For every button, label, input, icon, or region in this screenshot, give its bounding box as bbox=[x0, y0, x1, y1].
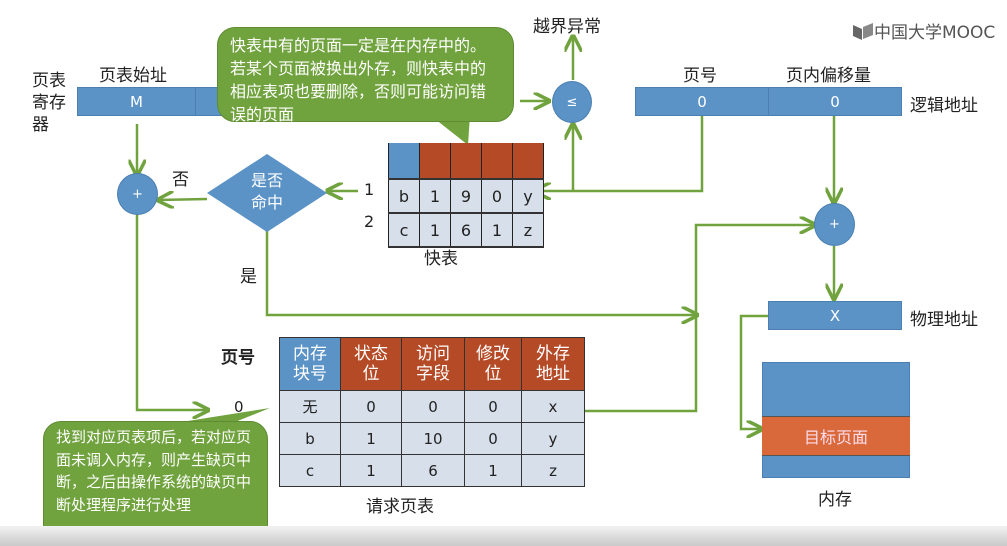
page-table-cell: z bbox=[521, 454, 585, 487]
page-table-header-cell: 修改位 bbox=[464, 337, 522, 391]
page-table-cell: y bbox=[521, 422, 585, 455]
register-label-line: 页表 bbox=[32, 71, 66, 91]
page-table-cell: 0 bbox=[464, 390, 522, 423]
page-fault-note: 找到对应页表项后，若对应页面未调入内存，则产生缺页中断，之后由操作系统的缺页中断… bbox=[43, 421, 268, 543]
page-offset-label: 页内偏移量 bbox=[786, 66, 871, 86]
page-table-header-cell: 内存块号 bbox=[279, 337, 341, 391]
arrow-hit-to-physical bbox=[265, 231, 697, 315]
logical-page-number-field: 0 bbox=[635, 87, 769, 116]
tlb-cell: y bbox=[512, 179, 544, 214]
page-table-header-cell: 状态位 bbox=[340, 337, 402, 391]
hit-label: 是 bbox=[240, 267, 257, 287]
tlb-cell: z bbox=[512, 213, 544, 248]
page-table-start-field: M bbox=[77, 87, 196, 116]
memory-caption: 内存 bbox=[818, 490, 852, 510]
tlb-cell: 9 bbox=[450, 179, 482, 214]
tlb-row: b 1 9 0 y bbox=[388, 179, 544, 214]
tlb-row-label: 2 bbox=[364, 212, 375, 231]
arrow-adder-to-page-table bbox=[135, 214, 208, 410]
bottom-strip bbox=[0, 526, 1007, 546]
page-table-row: c 1 6 1 z bbox=[279, 454, 585, 487]
page-table-cell: 0 bbox=[340, 390, 402, 423]
physical-address-field: X bbox=[768, 301, 902, 330]
tlb-table: b 1 9 0 y c 1 6 1 z bbox=[388, 143, 544, 248]
tlb-cell: 1 bbox=[419, 213, 451, 248]
arrow-page-table-to-adder bbox=[578, 225, 815, 413]
target-page: 目标页面 bbox=[762, 416, 910, 456]
request-page-table: 内存块号 状态位 访问字段 修改位 外存地址 无 0 0 0 x b 1 10 … bbox=[279, 337, 585, 487]
physical-address-label: 物理地址 bbox=[910, 310, 978, 330]
tlb-cell: 0 bbox=[481, 179, 513, 214]
page-table-cell: 10 bbox=[401, 422, 465, 455]
arrow-page-no-to-tlb bbox=[535, 112, 704, 191]
tlb-cell: 1 bbox=[481, 213, 513, 248]
page-table-page-no-label: 页号 bbox=[221, 348, 255, 368]
tlb-header-cell bbox=[512, 143, 544, 180]
tlb-cell: 6 bbox=[450, 213, 482, 248]
tlb-row-label: 1 bbox=[364, 180, 375, 199]
tlb-cell: b bbox=[388, 179, 420, 214]
tlb-cell: c bbox=[388, 213, 420, 248]
page-table-row: 无 0 0 0 x bbox=[279, 390, 585, 423]
page-table-cell: 0 bbox=[464, 422, 522, 455]
register-label-line: 器 bbox=[32, 115, 49, 135]
page-table-register-label: 页表 寄存 器 bbox=[32, 70, 66, 136]
register-label-line: 寄存 bbox=[32, 93, 66, 113]
page-table-cell: x bbox=[521, 390, 585, 423]
arrow-miss-to-adder bbox=[158, 199, 208, 200]
page-number-label: 页号 bbox=[683, 66, 717, 86]
compare-node: ≤ bbox=[552, 81, 592, 123]
page-table-row-label: 0 bbox=[234, 398, 244, 416]
tlb-header-cell bbox=[450, 143, 482, 180]
logo-text: 中国大学MOOC bbox=[874, 23, 996, 43]
adder-left: + bbox=[117, 173, 158, 215]
page-table-cell: c bbox=[279, 454, 341, 487]
page-table-cell: 0 bbox=[401, 390, 465, 423]
mooc-logo: 中国大学MOOC bbox=[852, 18, 995, 43]
arrow-physical-to-target bbox=[739, 314, 769, 429]
tlb-cell: 1 bbox=[419, 179, 451, 214]
logical-offset-field: 0 bbox=[768, 87, 902, 116]
page-table-header-row: 内存块号 状态位 访问字段 修改位 外存地址 bbox=[279, 337, 585, 391]
tlb-header-cell bbox=[481, 143, 513, 180]
decision-text: 命中 bbox=[250, 193, 283, 212]
tlb-header-row bbox=[388, 143, 544, 180]
page-table-cell: 1 bbox=[340, 454, 402, 487]
logical-address-label: 逻辑地址 bbox=[910, 96, 978, 116]
page-table-cell: 6 bbox=[401, 454, 465, 487]
adder-right: + bbox=[814, 203, 855, 246]
page-table-row: b 1 10 0 y bbox=[279, 422, 585, 455]
tlb-note: 快表中有的页面一定是在内存中的。若某个页面被换出外存，则快表中的相应表项也要删除… bbox=[217, 27, 514, 124]
decision-diamond-shape bbox=[207, 154, 327, 232]
mooc-logo-icon bbox=[853, 22, 873, 40]
tlb-row: c 1 6 1 z bbox=[388, 213, 544, 248]
out-of-bounds-label: 越界异常 bbox=[533, 17, 601, 37]
hit-decision: 是否 命中 bbox=[207, 154, 327, 232]
page-table-cell: b bbox=[279, 422, 341, 455]
page-table-cell: 1 bbox=[464, 454, 522, 487]
page-table-cell: 1 bbox=[340, 422, 402, 455]
decision-text: 是否 bbox=[250, 171, 283, 190]
page-table-cell: 无 bbox=[279, 390, 341, 423]
miss-label: 否 bbox=[172, 170, 189, 190]
page-table-start-label: 页表始址 bbox=[99, 66, 167, 86]
page-table-header-cell: 访问字段 bbox=[401, 337, 465, 391]
page-table-caption: 请求页表 bbox=[366, 497, 434, 517]
tlb-caption: 快表 bbox=[424, 249, 458, 269]
tlb-header-cell bbox=[388, 143, 420, 180]
